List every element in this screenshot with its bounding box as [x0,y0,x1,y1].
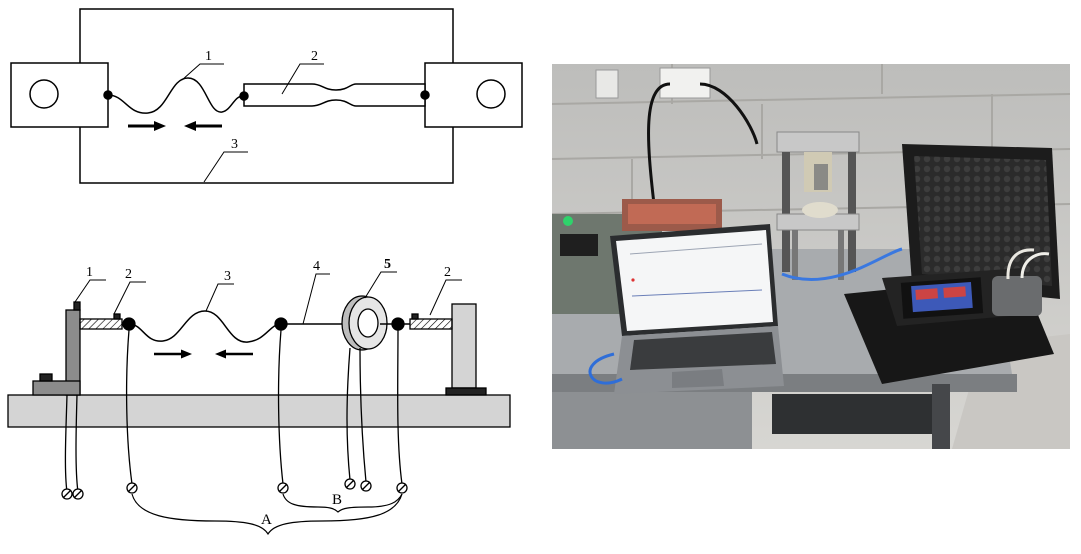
bottom-label-2-left: 2 [125,267,132,282]
bottom-label-5: 5 [384,257,391,272]
right-stand [451,303,477,389]
brace-b [282,493,403,513]
specimen [243,83,426,107]
instrument-case [844,144,1060,384]
brace-a [131,493,403,536]
wavy-wire [107,77,245,114]
left-clamp [79,318,123,330]
wavy-wire-bottom [128,310,282,343]
brace-label-a: A [261,512,272,528]
schematic-diagrams: 1 2 3 [7,8,523,536]
left-grip [10,62,109,128]
press-rig [776,131,860,280]
left-grip-hole [29,79,59,109]
bottom-label-1: 1 [86,265,93,280]
top-diagram [10,8,523,184]
bottom-label-3: 3 [224,269,231,284]
top-label-1: 1 [205,49,212,64]
right-grip [424,62,523,128]
bottom-diagram [7,271,511,536]
bottom-label-4: 4 [313,259,320,274]
laptop [610,224,784,394]
wall-socket [595,69,619,99]
brace-label-b: B [332,492,342,508]
right-clamp [409,318,453,330]
base-plate [7,394,511,428]
top-label-3: 3 [231,137,238,152]
test-bench-photo [552,64,1070,449]
bottom-label-2-right: 2 [444,265,451,280]
right-grip-hole [476,79,506,109]
top-label-2: 2 [311,49,318,64]
